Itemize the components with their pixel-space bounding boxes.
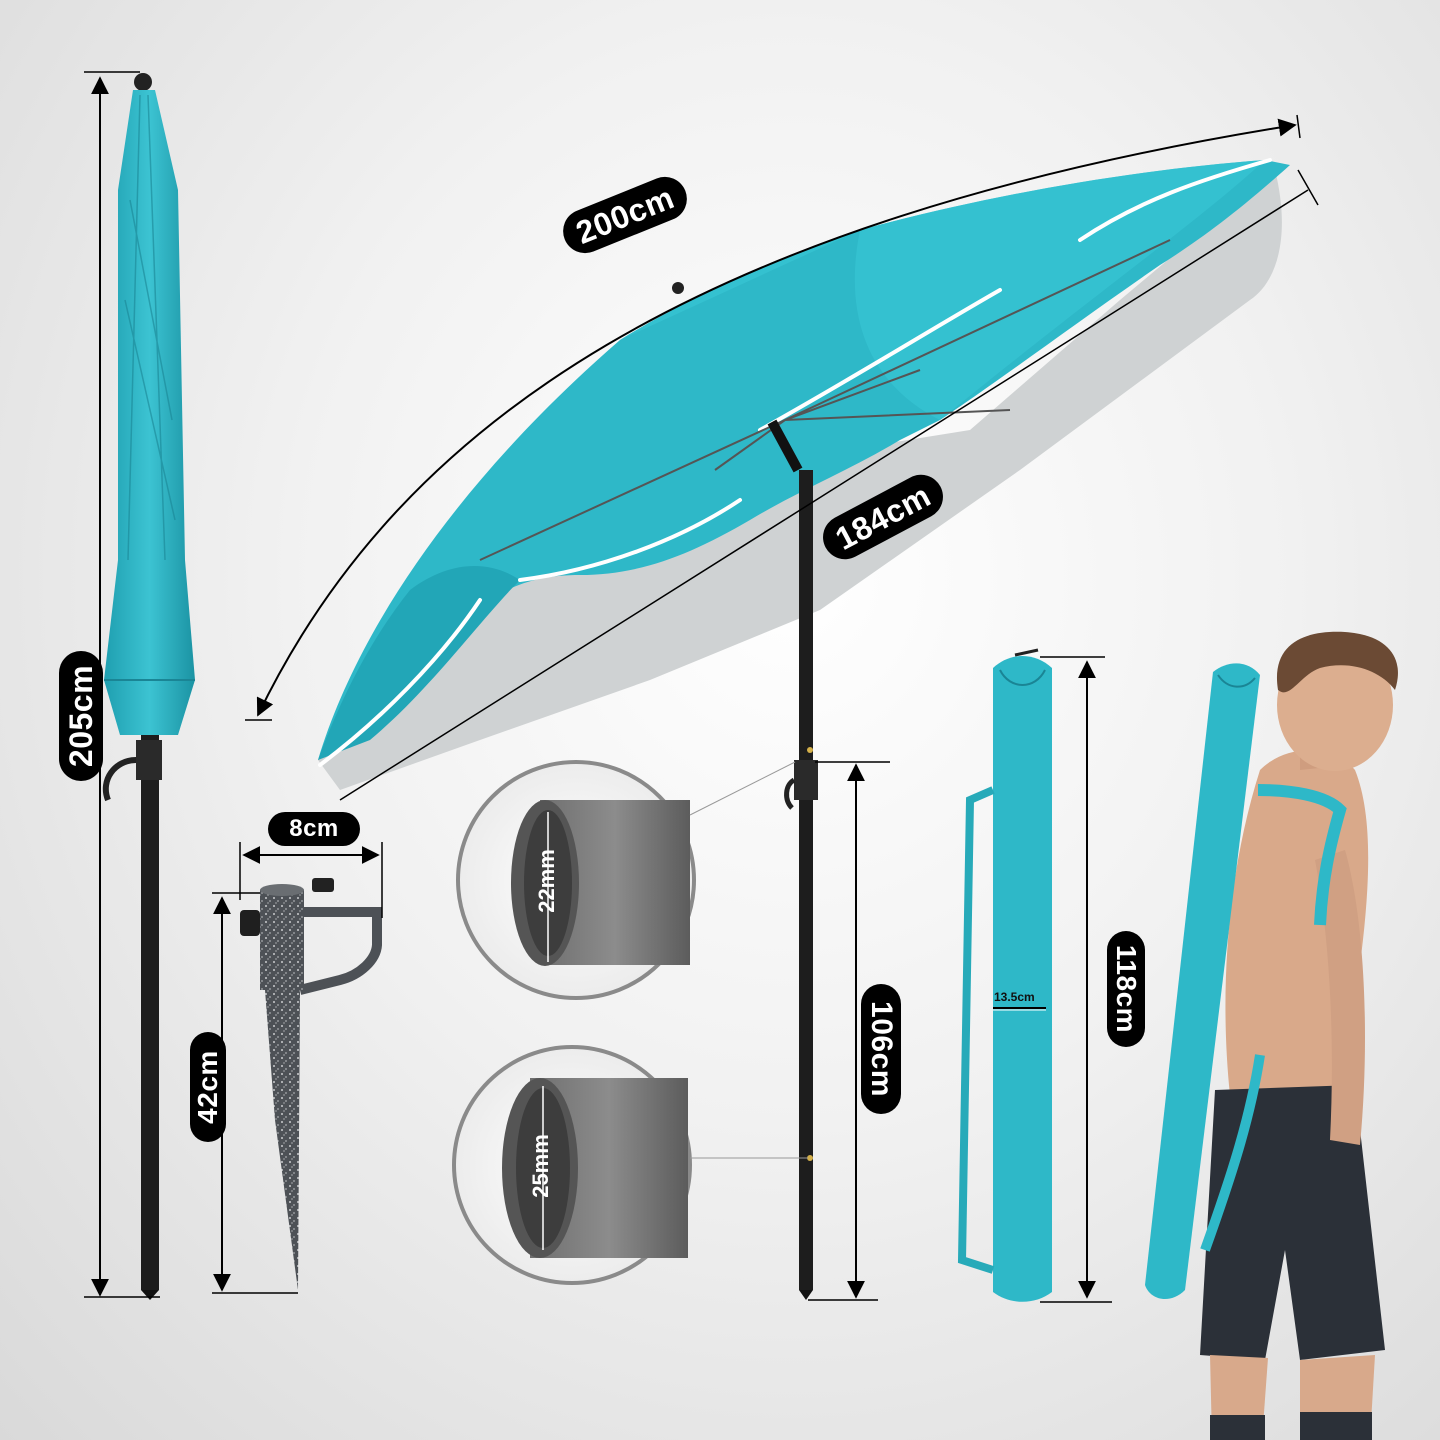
span-dimension-line (339, 189, 1309, 801)
bag-width-label: 13.5cm (994, 990, 1035, 1004)
ground-anchor-base (240, 878, 382, 1290)
person-carrying-bag (1145, 631, 1398, 1440)
lower-pole-height-label: 106cm (861, 984, 901, 1114)
base-height-label: 42cm (190, 1032, 226, 1142)
lower-tube-detail (452, 1045, 692, 1285)
bag-length-label: 118cm (1107, 931, 1145, 1047)
closed-umbrella (102, 73, 195, 1300)
upper-tube-detail (456, 760, 696, 1000)
closed-height-label: 205cm (59, 651, 103, 781)
upper-tube-diameter-label: 22mm (534, 849, 559, 913)
lower-tube-diameter-label: 25mm (528, 1134, 553, 1198)
carry-bag (957, 648, 1052, 1302)
arc-dimension-line (256, 118, 1297, 717)
base-width-label: 8cm (268, 812, 360, 846)
